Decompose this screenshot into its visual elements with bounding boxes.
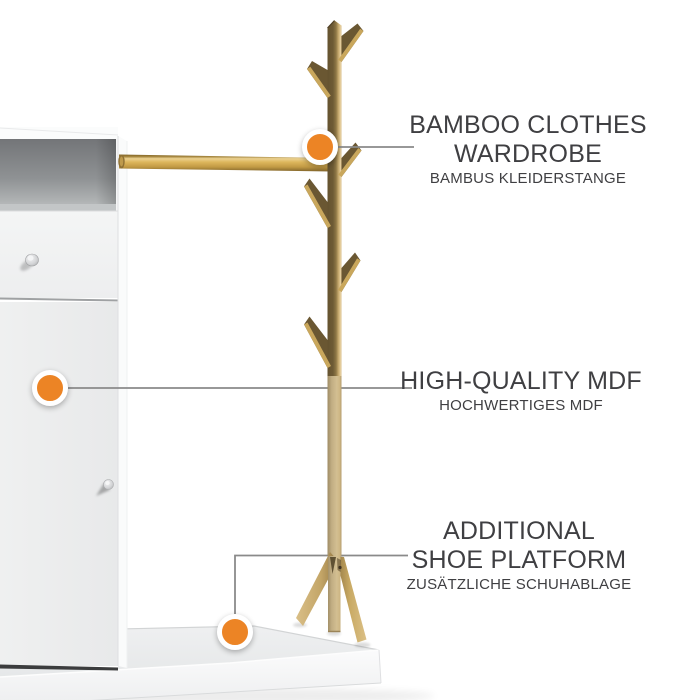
center-foot-shadow (327, 631, 341, 636)
cabinet-door (0, 302, 118, 666)
tripod-screw-dot (338, 565, 342, 570)
branch-right-1-underside (338, 148, 362, 177)
branch-left-2-underside (304, 184, 331, 228)
tripod-center-leg (328, 556, 341, 632)
drawer-knob-icon (20, 253, 39, 271)
shoe-leader-line (234, 554, 408, 614)
branch-upper-left-underside (307, 66, 331, 98)
branch-left-4-underside (304, 322, 331, 368)
cabinet-side-face (118, 136, 127, 668)
right-foot-shadow (354, 642, 371, 648)
mdf-marker-dot-icon (32, 370, 68, 406)
callout-shoe-title: ADDITIONAL SHOE PLATFORM (407, 517, 632, 575)
branch-top-right-underside (338, 28, 364, 62)
rail-bar (119, 154, 333, 172)
platform-bottom-edge (91, 682, 382, 700)
open-compartment-shadow (96, 139, 116, 211)
drawer-front (0, 211, 118, 298)
left-foot-shadow (293, 622, 307, 628)
callout-mdf-title: HIGH-QUALITY MDF (400, 367, 642, 396)
tripod-junction-notch-2 (337, 558, 341, 572)
clothes-rail (118, 154, 333, 172)
callout-wardrobe-title-line1: BAMBOO CLOTHES (409, 111, 647, 139)
base-platform (0, 625, 435, 700)
open-compartment-floor (0, 204, 116, 211)
cabinet (0, 127, 128, 671)
drawer-gap (0, 297, 119, 302)
callout-wardrobe: BAMBOO CLOTHES WARDROBE BAMBUS KLEIDERST… (409, 111, 647, 188)
pole-lower (327, 376, 342, 556)
wardrobe-marker-dot-icon (302, 129, 338, 165)
callout-mdf: HIGH-QUALITY MDF HOCHWERTIGES MDF (400, 367, 642, 415)
platform-front-face (0, 650, 381, 700)
tripod-junction-notch (330, 557, 336, 574)
callout-wardrobe-title-line2: WARDROBE (454, 140, 602, 168)
pole-tip-bevel (327, 20, 335, 29)
platform-front-top-edge (0, 649, 380, 678)
tripod-left-leg (296, 552, 338, 626)
platform-top-surface (0, 626, 379, 677)
pole-upper (327, 20, 342, 376)
cabinet-top-edge (0, 127, 119, 136)
callout-mdf-title-line1: HIGH-QUALITY MDF (400, 367, 642, 395)
callout-shoe-platform: ADDITIONAL SHOE PLATFORM ZUSÄTZLICHE SCH… (407, 517, 632, 594)
callout-wardrobe-subtitle: BAMBUS KLEIDERSTANGE (429, 170, 627, 187)
platform-back-edge (117, 625, 380, 651)
callout-shoe-title-line2: SHOE PLATFORM (411, 546, 627, 574)
coat-rack (293, 20, 371, 648)
compartment-right-wall (116, 139, 119, 211)
platform-right-edge (378, 649, 382, 684)
door-knob-icon (96, 479, 114, 496)
callout-shoe-subtitle: ZUSÄTZLICHE SCHUHABLAGE (406, 576, 632, 593)
cabinet-bottom-gap (0, 664, 118, 671)
callout-shoe-title-line1: ADDITIONAL (442, 517, 596, 545)
callout-mdf-subtitle: HOCHWERTIGES MDF (439, 397, 603, 414)
branch-right-3-underside (338, 258, 361, 292)
rail-end-cap-inner (119, 156, 124, 167)
callout-wardrobe-title: BAMBOO CLOTHES WARDROBE (409, 111, 647, 169)
shoe-platform-marker-dot-icon (217, 614, 253, 650)
tripod-right-leg (335, 556, 367, 643)
